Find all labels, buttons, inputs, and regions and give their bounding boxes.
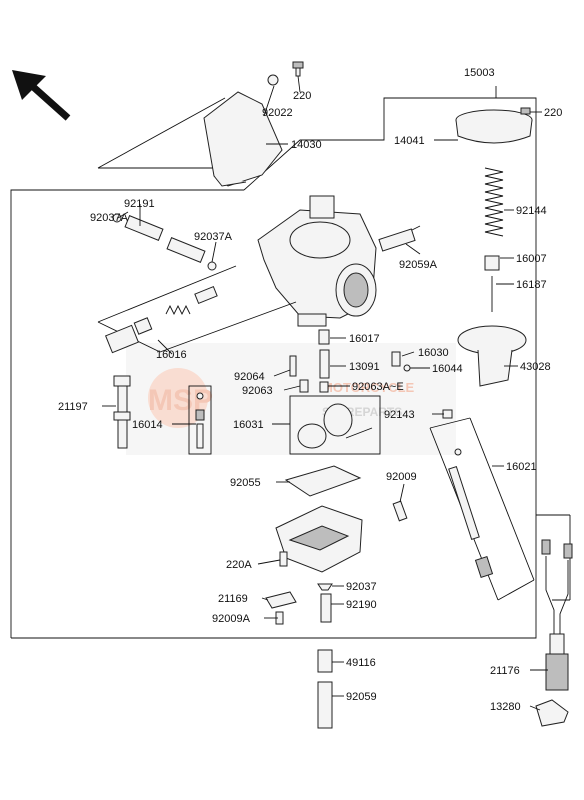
- watermark-logo-icon: [148, 368, 208, 428]
- label-92037: 92037: [346, 581, 377, 593]
- screw-220A: [279, 551, 288, 567]
- pipe-92059A: [378, 228, 416, 252]
- throttle-valve-16021: [429, 417, 535, 601]
- holder-16007: [484, 255, 500, 271]
- direction-arrow-icon: [12, 70, 71, 121]
- label-92191: 92191: [124, 198, 155, 210]
- label-16031: 16031: [233, 419, 264, 431]
- jet-92063: [299, 379, 309, 393]
- gasket-92055: [284, 465, 362, 497]
- fitting-21197: [113, 375, 131, 449]
- sensor-13280: [535, 699, 569, 727]
- label-16030: 16030: [418, 347, 449, 359]
- float-valve-16031-box: [289, 395, 381, 455]
- cap-49116: [317, 649, 333, 673]
- hose-92059: [317, 681, 333, 729]
- label-16016: 16016: [156, 349, 187, 361]
- screw-220-right: [520, 107, 531, 115]
- label-92037A-right: 92037A: [194, 231, 233, 243]
- label-92190: 92190: [346, 599, 377, 611]
- label-49116: 49116: [346, 657, 376, 669]
- label-21197: 21197: [58, 401, 88, 413]
- wiring-21176: [541, 539, 573, 691]
- label-92063: 92063: [242, 385, 273, 397]
- spring-92144: [484, 167, 504, 237]
- label-21169: 21169: [218, 593, 248, 605]
- leader-lines: [102, 75, 548, 711]
- label-92143: 92143: [384, 409, 415, 421]
- label-92059A: 92059A: [399, 259, 438, 271]
- label-14041: 14041: [394, 135, 425, 147]
- needle-jet-13091: [319, 349, 330, 379]
- label-16021: 16021: [506, 461, 537, 473]
- washer-92022: [267, 74, 279, 86]
- hose-92190: [320, 593, 332, 623]
- jet-92063A-E: [319, 381, 329, 393]
- label-14030: 14030: [291, 139, 322, 151]
- clip-92037A-right: [207, 261, 217, 271]
- label-16014: 16014: [132, 419, 163, 431]
- label-92022: 92022: [262, 107, 293, 119]
- label-220-top: 220: [293, 90, 311, 102]
- label-16017: 16017: [349, 333, 380, 345]
- label-92055: 92055: [230, 477, 261, 489]
- label-13280: 13280: [490, 701, 521, 713]
- label-15003: 15003: [464, 67, 495, 79]
- label-92009A: 92009A: [212, 613, 251, 625]
- label-92064: 92064: [234, 371, 265, 383]
- label-13091: 13091: [349, 361, 380, 373]
- screw-220-top: [292, 61, 304, 77]
- carburetor-body: [257, 195, 377, 327]
- label-92063A-E: 92063A~E: [352, 381, 404, 393]
- vacuum-chamber-cap-14041: [455, 109, 533, 144]
- holder-92143: [442, 409, 453, 419]
- clip-92037A-left: [112, 213, 122, 223]
- part-labels: 15003 220 92022 14030 220 14041 92191 92…: [58, 67, 562, 713]
- label-16187: 16187: [516, 279, 547, 291]
- label-220A: 220A: [226, 559, 252, 571]
- screw-16030: [391, 351, 401, 367]
- screw-92009: [392, 500, 408, 522]
- starter-plunger-16016: [97, 265, 297, 354]
- label-92059: 92059: [346, 691, 377, 703]
- diaphragm-43028: [457, 325, 527, 387]
- label-16044: 16044: [432, 363, 463, 375]
- watermark-brand: MOTORCYCLE: [322, 380, 415, 395]
- carb-cover-14030: [203, 91, 283, 187]
- frame-outline: [10, 86, 571, 639]
- label-92009: 92009: [386, 471, 417, 483]
- label-92037A-left: 92037A: [90, 212, 129, 224]
- ring-16044: [403, 364, 411, 372]
- clip-92037: [317, 583, 333, 591]
- bracket-21169: [265, 591, 297, 609]
- jet-16017: [318, 329, 330, 345]
- jet-92064: [289, 355, 297, 377]
- label-16007: 16007: [516, 253, 547, 265]
- label-220-right: 220: [544, 107, 562, 119]
- label-43028: 43028: [520, 361, 551, 373]
- pilot-screw-box-16014: [188, 385, 212, 455]
- label-21176: 21176: [490, 665, 520, 677]
- pipe-92191: [124, 215, 206, 263]
- label-92144: 92144: [516, 205, 547, 217]
- float-bowl: [275, 505, 363, 573]
